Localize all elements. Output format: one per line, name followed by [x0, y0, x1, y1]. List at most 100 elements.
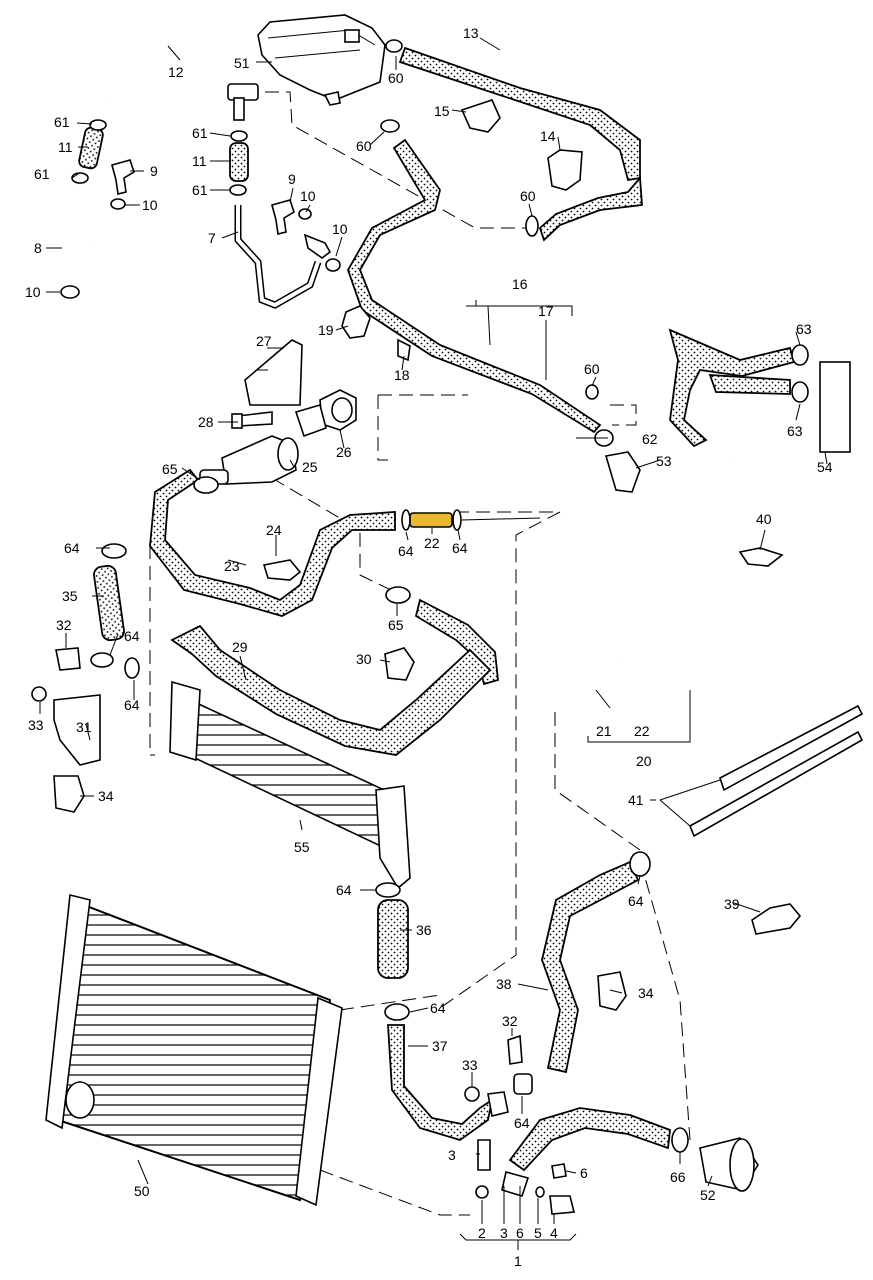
cable-tie-41-b: [688, 730, 864, 838]
oring-64-a: [401, 509, 411, 531]
label-12: 12: [168, 64, 184, 80]
part-labels: 12 51 13 60 15 14 60 60 61 11 61 9 10 8 …: [25, 25, 833, 1269]
label-34-b: 34: [638, 985, 654, 1001]
label-64-b: 64: [398, 543, 414, 559]
label-10-d: 10: [332, 221, 348, 237]
label-64-d: 64: [124, 628, 140, 644]
clip-30: [384, 647, 415, 681]
label-52: 52: [700, 1187, 716, 1203]
hose-36: [377, 899, 409, 979]
label-50: 50: [134, 1183, 150, 1199]
label-13: 13: [463, 25, 479, 41]
clamp-61-c: [230, 130, 248, 142]
washer-10-d: [325, 258, 341, 272]
clamp-64-h: [629, 851, 651, 877]
clip-19: [341, 305, 371, 339]
clamp-61-b: [71, 172, 89, 184]
hose-lower: [508, 1107, 671, 1172]
pipe-31: [53, 694, 101, 766]
hose-11-left: [78, 126, 104, 170]
label-20: 20: [636, 753, 652, 769]
label-18: 18: [394, 367, 410, 383]
label-19: 19: [318, 322, 334, 338]
label-9-b: 9: [288, 171, 296, 187]
connector-53: [604, 451, 641, 493]
label-34-a: 34: [98, 788, 114, 804]
label-64-f: 64: [336, 882, 352, 898]
label-33-b: 33: [462, 1057, 478, 1073]
label-2: 2: [478, 1225, 486, 1241]
clamp-65-a: [193, 476, 219, 494]
label-25: 25: [302, 459, 318, 475]
label-30: 30: [356, 651, 372, 667]
clamp-63-b: [791, 381, 809, 403]
hose-11-mid: [229, 142, 249, 182]
label-54: 54: [817, 459, 833, 475]
clip-15: [460, 99, 501, 133]
label-33-a: 33: [28, 717, 44, 733]
bolt-9-b: [271, 199, 295, 235]
label-64-i: 64: [514, 1115, 530, 1131]
clamp-65-b: [385, 586, 411, 604]
label-1: 1: [514, 1253, 522, 1269]
hose-37: [387, 1024, 494, 1141]
label-26: 26: [336, 444, 352, 460]
hose-13: [398, 46, 641, 182]
oring-5: [535, 1186, 545, 1198]
clip-3: [477, 1139, 491, 1171]
label-6-b: 6: [516, 1225, 524, 1241]
nut-33-a: [31, 686, 47, 702]
label-11-a: 11: [58, 139, 73, 155]
clamp-60-b: [380, 119, 400, 133]
label-60-d: 60: [584, 361, 600, 377]
washer-10-c: [298, 208, 312, 220]
label-61-d: 61: [192, 182, 208, 198]
label-21: 21: [596, 723, 612, 739]
hose-29: [170, 624, 492, 756]
hose-tank-lower: [538, 175, 643, 242]
label-62: 62: [642, 431, 658, 447]
connector-1: [501, 1171, 530, 1197]
label-60-a: 60: [388, 70, 404, 86]
label-22-a: 22: [424, 535, 440, 551]
nut-33-b: [464, 1086, 480, 1102]
label-32-a: 32: [56, 617, 72, 633]
label-64-a: 64: [64, 540, 80, 556]
label-51: 51: [234, 55, 250, 71]
clamp-61-a: [89, 119, 107, 131]
cable-tie-41-a: [719, 704, 864, 792]
bracket-14: [547, 149, 583, 191]
label-27: 27: [256, 333, 272, 349]
washer-10-b: [110, 198, 126, 210]
label-61-a: 61: [54, 114, 70, 130]
label-17: 17: [538, 303, 554, 319]
label-38: 38: [496, 976, 512, 992]
leader-lines: [39, 37, 828, 1250]
label-10-b: 10: [25, 284, 41, 300]
label-15: 15: [434, 103, 450, 119]
label-61-c: 61: [192, 125, 208, 141]
clamp-63-a: [791, 344, 809, 366]
hose-30: [414, 598, 499, 686]
clamp-64-e: [124, 657, 140, 679]
label-7: 7: [208, 230, 216, 246]
label-28: 28: [198, 414, 214, 430]
sensor-4: [549, 1195, 576, 1215]
label-6-a: 6: [580, 1165, 588, 1181]
label-4: 4: [550, 1225, 558, 1241]
hose-35: [93, 564, 125, 642]
clamp-60-c: [525, 215, 539, 237]
label-64-g: 64: [628, 893, 644, 909]
oring-64-b: [452, 509, 462, 531]
label-29: 29: [232, 639, 248, 655]
label-31: 31: [76, 719, 92, 735]
label-5: 5: [534, 1225, 542, 1241]
clamp-64-g: [384, 1003, 410, 1021]
clamp-60-d: [585, 384, 599, 400]
label-10-c: 10: [300, 188, 316, 204]
clamp-66: [671, 1127, 689, 1153]
assembly-lines: [149, 91, 691, 1216]
washer-10-a: [60, 285, 80, 299]
clamp-61-d: [229, 184, 247, 196]
